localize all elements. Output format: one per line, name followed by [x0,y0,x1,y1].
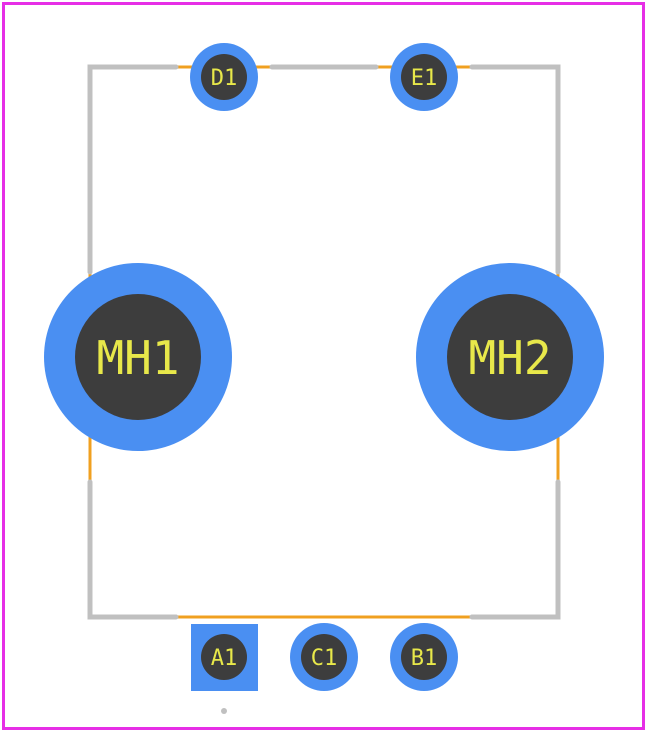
pad-a1[interactable]: A1 [191,624,258,691]
mh2-label: MH2 [468,331,551,385]
pad-e1-label: E1 [411,66,438,91]
pad-e1[interactable]: E1 [390,43,458,111]
pad-a1-label: A1 [211,646,238,671]
pin1-marker [221,708,227,714]
pad-c1[interactable]: C1 [290,623,358,691]
pad-b1[interactable]: B1 [390,623,458,691]
mounting-hole-mh2[interactable]: MH2 [416,263,604,451]
pad-c1-label: C1 [311,646,338,671]
silkscreen-outline [87,64,561,620]
mounting-hole-mh1[interactable]: MH1 [44,263,232,451]
pad-d1[interactable]: D1 [190,43,258,111]
mh1-label: MH1 [96,331,179,385]
pad-b1-label: B1 [411,646,438,671]
pad-d1-label: D1 [211,66,238,91]
